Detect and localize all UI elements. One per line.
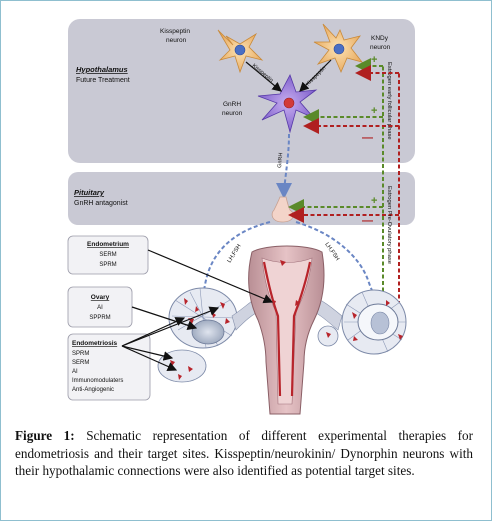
endometriosis-pointer-2	[121, 306, 220, 347]
gnrh-release-arrow	[276, 133, 293, 199]
kisspeptin-neuron-nucleus	[234, 44, 246, 56]
uterus-lesion-spots	[272, 260, 300, 306]
endometrium-item-2: SPRM	[99, 262, 116, 268]
pituitary-subtitle: GnRH antagonist	[74, 200, 128, 207]
hypothalamus-title: Hypothalamus	[76, 65, 128, 74]
right-ovary	[341, 289, 407, 355]
figure-caption: Figure 1: Schematic representation of di…	[15, 427, 473, 480]
lhfsh-left-label: LH,FSH	[227, 243, 243, 264]
pituitary-box	[68, 172, 415, 225]
kisspeptin-neuron: Kisspeptin neuron	[160, 28, 264, 74]
kndy-neuron-nucleus	[333, 43, 345, 55]
endometriosis-item-2: SERM	[72, 360, 89, 366]
hypothalamus-subtitle: Future Treatment	[76, 77, 130, 84]
gnrh-neuron: GnRH neuron	[222, 74, 318, 134]
endometriosis-pointer-3	[121, 345, 174, 361]
gnrh-neuron-nucleus	[283, 97, 295, 109]
left-ovary-cyst	[191, 319, 225, 345]
ovary-item-1: AI	[97, 305, 103, 311]
ovary-box: Ovary AI SPPRM	[67, 286, 133, 328]
endometriosis-item-4: Immunomodulaters	[72, 378, 123, 384]
right-ovary-follicle-inner	[370, 311, 390, 335]
kndy-neuron-label-1: KNDy	[371, 35, 389, 42]
endometrium-title: Endometrium	[87, 241, 129, 248]
lower-right-lesion	[326, 332, 331, 338]
caption-label: Figure 1:	[15, 428, 75, 443]
gnrh-arrow-label: GnRH	[277, 152, 284, 168]
uterus-lining-right	[290, 261, 312, 397]
gnrh-neuron-label-1: GnRH	[223, 101, 241, 108]
left-ovary-mesh	[171, 287, 237, 349]
kisspeptin-left-arrow	[245, 61, 282, 92]
endometriosis-item-3: AI	[72, 369, 78, 375]
endometriosis-box-bg	[67, 333, 151, 401]
estrogen-pre-label: Estrogen Pre-Ovulatory phase	[386, 186, 392, 264]
endometriosis-title: Endometriosis	[72, 340, 118, 347]
gnrh-neuron-label-2: neuron	[222, 110, 243, 117]
estrogen-preovulatory-feedback: — — Estrogen Pre-Ovulatory phase	[288, 65, 400, 305]
kisspeptin-neuron-label-2: neuron	[166, 37, 187, 44]
green-plus-2: +	[371, 105, 377, 117]
kisspeptin-right-arrow	[299, 59, 332, 92]
endometriosis-item-1: SPRM	[72, 351, 89, 357]
green-plus-1: +	[371, 54, 377, 66]
endometriosis-therapy-diagram: Hypothalamus Future Treatment Pituitary …	[67, 19, 415, 415]
kndy-neuron-label-2: neuron	[370, 44, 391, 51]
pituitary-title: Pituitary	[74, 188, 105, 197]
caption-text: Schematic representation of different ex…	[15, 428, 473, 479]
endometrium-box-bg	[67, 235, 149, 275]
endometriosis-pointer-4	[121, 345, 178, 371]
left-ovary	[168, 287, 238, 349]
pituitary-panel: Pituitary GnRH antagonist	[68, 172, 415, 225]
endometrium-pointer	[147, 249, 274, 304]
endometrium-box: Endometrium SERM SPRM	[67, 235, 149, 275]
estrogen-early-label: Estrogen early follicular phase	[386, 62, 392, 140]
endometriosis-item-5: Anti-Angiogenic	[72, 387, 114, 393]
kisspeptin-neuron-label-1: Kisspeptin	[160, 28, 190, 35]
red-minus-1: —	[362, 132, 373, 144]
ovary-pointer	[131, 306, 198, 330]
lhfsh-right-label: LH,FSH	[323, 242, 340, 262]
endometrium-item-1: SERM	[99, 252, 116, 258]
ovary-title: Ovary	[91, 294, 110, 301]
lower-left-tissue	[157, 349, 207, 383]
uterus	[248, 245, 325, 415]
red-minus-2: —	[362, 215, 373, 227]
kndy-neuron: KNDy neuron	[313, 23, 391, 74]
ovary-item-2: SPPRM	[89, 315, 110, 321]
lower-left-lesions	[170, 360, 193, 380]
green-plus-3: +	[371, 195, 377, 207]
uterus-lining-left	[262, 261, 282, 397]
uterus-cavity	[261, 257, 313, 405]
endometriosis-box: Endometriosis SPRM SERM AI Immunomodulat…	[67, 333, 151, 401]
